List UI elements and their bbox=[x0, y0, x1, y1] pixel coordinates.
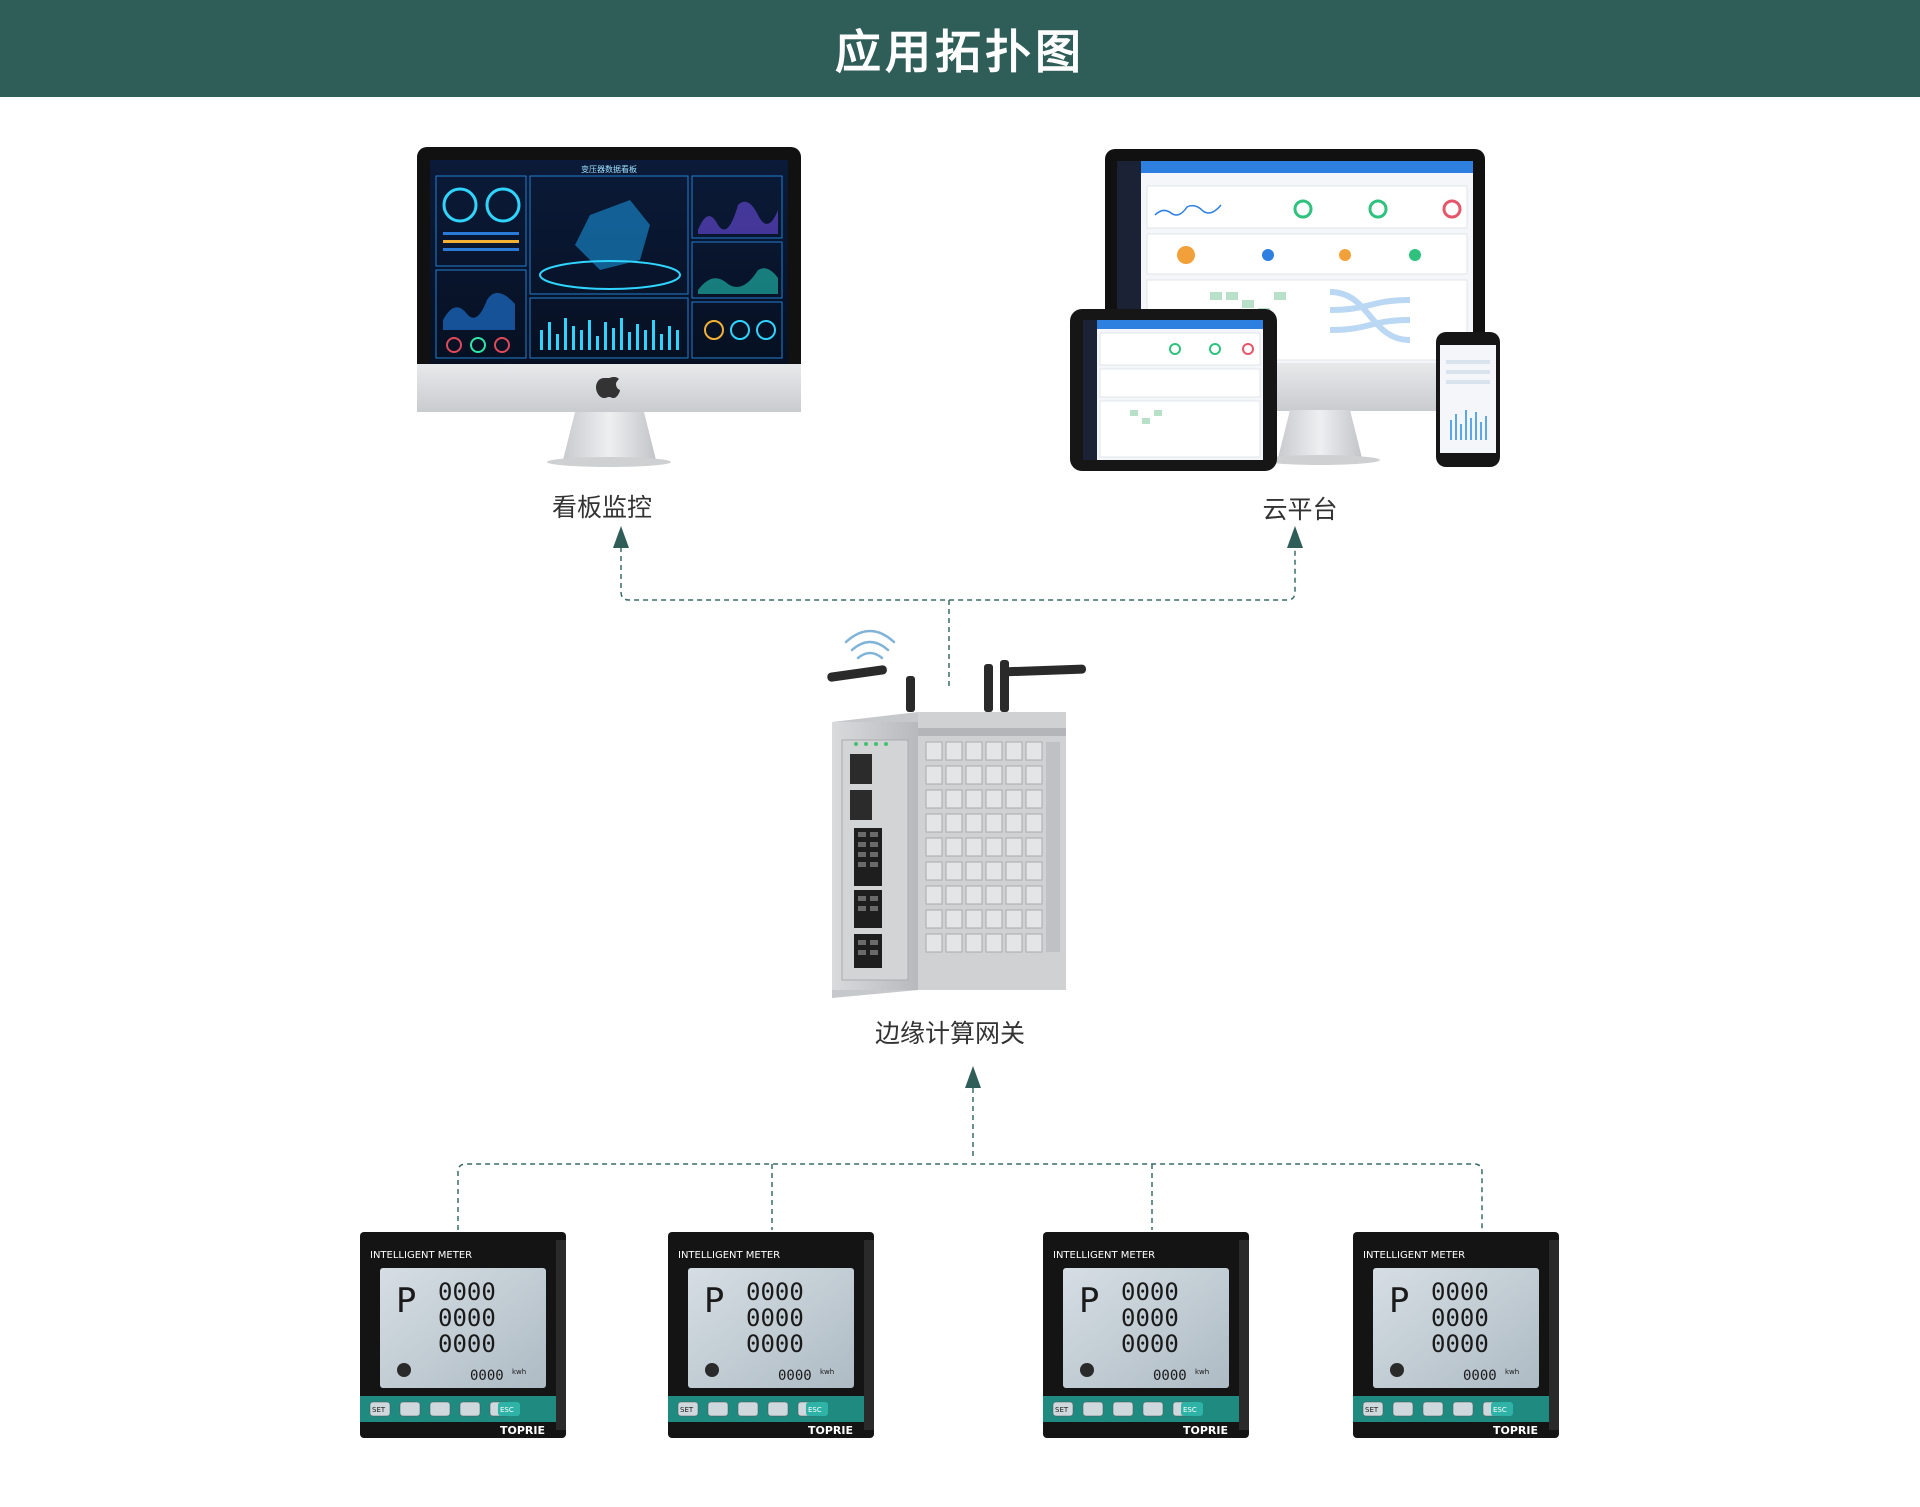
meter-digits-c: 0000 bbox=[1431, 1330, 1489, 1358]
apple-logo-icon bbox=[596, 377, 620, 398]
meter-brand: TOPRIE bbox=[1183, 1424, 1228, 1437]
meter-header: INTELLIGENT METER bbox=[1363, 1250, 1465, 1261]
meter-device: INTELLIGENT METER P 0000 0000 0000 0000 … bbox=[1043, 1232, 1249, 1438]
set-button-label: SET bbox=[680, 1406, 694, 1414]
meter-digits-c: 0000 bbox=[1121, 1330, 1179, 1358]
meter-energy: 0000 bbox=[1463, 1368, 1497, 1384]
meter-header: INTELLIGENT METER bbox=[678, 1250, 780, 1261]
meter-digits-a: 0000 bbox=[746, 1278, 804, 1306]
meter-energy: 0000 bbox=[1153, 1368, 1187, 1384]
wifi-icon bbox=[844, 629, 896, 660]
page-title: 应用拓扑图 bbox=[835, 24, 1085, 79]
meter-digits-b: 0000 bbox=[746, 1304, 804, 1332]
meter-digits-a: 0000 bbox=[1121, 1278, 1179, 1306]
meter-mode: P bbox=[704, 1281, 724, 1321]
set-button-label: SET bbox=[1055, 1406, 1069, 1414]
meter-brand: TOPRIE bbox=[808, 1424, 853, 1437]
meter-device: INTELLIGENT METER P 0000 0000 0000 0000 … bbox=[360, 1232, 566, 1438]
meter-digits-a: 0000 bbox=[438, 1278, 496, 1306]
meter-energy: 0000 bbox=[470, 1368, 504, 1384]
esc-button-label: ESC bbox=[1493, 1406, 1507, 1414]
meter-digits-b: 0000 bbox=[1431, 1304, 1489, 1332]
dashboard-label: 看板监控 bbox=[551, 493, 653, 522]
meter-energy-unit: kwh bbox=[820, 1368, 834, 1376]
arrow-to-gateway bbox=[965, 1066, 981, 1088]
meter-energy: 0000 bbox=[778, 1368, 812, 1384]
esc-button-label: ESC bbox=[1183, 1406, 1197, 1414]
dashboard-screen-title: 变压器数据看板 bbox=[581, 164, 637, 174]
connector-lines bbox=[457, 547, 1483, 1230]
cloud-platform-devices bbox=[1070, 149, 1500, 471]
connector-arrows bbox=[613, 526, 1303, 1088]
arrow-to-dashboard bbox=[613, 526, 629, 548]
meter-mode: P bbox=[1079, 1281, 1099, 1321]
meter-brand: TOPRIE bbox=[1493, 1424, 1538, 1437]
meter-header: INTELLIGENT METER bbox=[370, 1250, 472, 1261]
meter-digits-b: 0000 bbox=[1121, 1304, 1179, 1332]
meter-digits-a: 0000 bbox=[1431, 1278, 1489, 1306]
meter-mode: P bbox=[396, 1281, 416, 1321]
set-button-label: SET bbox=[1365, 1406, 1379, 1414]
meter-energy-unit: kwh bbox=[1195, 1368, 1209, 1376]
esc-button-label: ESC bbox=[500, 1406, 514, 1414]
esc-button-label: ESC bbox=[808, 1406, 822, 1414]
meter-energy-unit: kwh bbox=[512, 1368, 526, 1376]
meter-mode: P bbox=[1389, 1281, 1409, 1321]
dashboard-monitor: 变压器数据看板 bbox=[417, 147, 801, 467]
meter-digits-c: 0000 bbox=[746, 1330, 804, 1358]
meter-digits-c: 0000 bbox=[438, 1330, 496, 1358]
meter-energy-unit: kwh bbox=[1505, 1368, 1519, 1376]
meter-device: INTELLIGENT METER P 0000 0000 0000 0000 … bbox=[668, 1232, 874, 1438]
edge-gateway-device bbox=[827, 629, 1087, 998]
gateway-label: 边缘计算网关 bbox=[874, 1019, 1026, 1048]
meter-device: INTELLIGENT METER P 0000 0000 0000 0000 … bbox=[1353, 1232, 1559, 1438]
meter-digits-b: 0000 bbox=[438, 1304, 496, 1332]
title-banner: 应用拓扑图 bbox=[0, 0, 1920, 97]
meter-header: INTELLIGENT METER bbox=[1053, 1250, 1155, 1261]
cloud-label: 云平台 bbox=[1262, 495, 1338, 524]
arrow-to-cloud bbox=[1287, 526, 1303, 548]
meter-brand: TOPRIE bbox=[500, 1424, 545, 1437]
set-button-label: SET bbox=[372, 1406, 386, 1414]
